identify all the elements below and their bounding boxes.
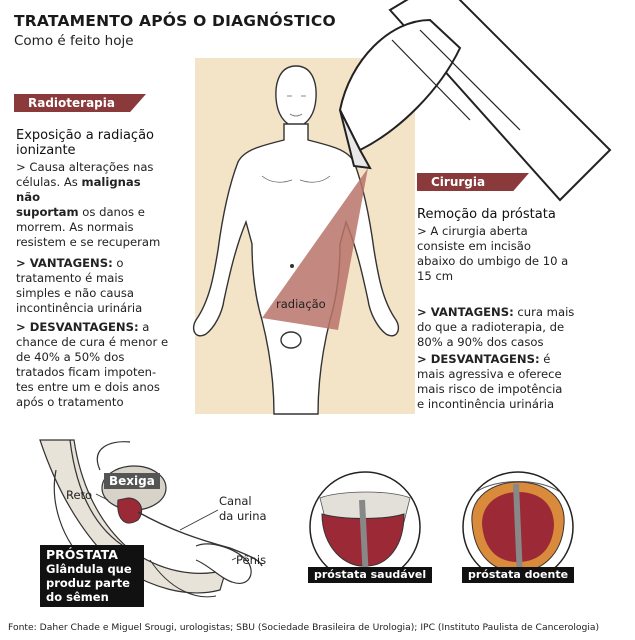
label-canal-da-urina: Canal da urina [219, 494, 267, 523]
human-body [192, 65, 400, 415]
radio-desvantagens: > DESVANTAGENS: a chance de cura é menor… [16, 320, 169, 409]
label-reto: Reto [66, 488, 93, 502]
label-prostata-saudavel: próstata saudável [308, 567, 433, 583]
tag-radioterapia: Radioterapia [14, 94, 146, 112]
leader-lines [95, 493, 237, 561]
label-bexiga: Bexiga [104, 473, 160, 489]
source-note: Fonte: Daher Chade e Miguel Srougi, urol… [8, 622, 600, 633]
healthy-prostate-illustration [309, 471, 421, 583]
cirurgia-desvantagens: > DESVANTAGENS: é mais agressiva e ofere… [417, 352, 563, 411]
page-title: TRATAMENTO APÓS O DIAGNÓSTICO [14, 12, 336, 30]
radio-description: > Causa alterações nas células. As malig… [16, 160, 161, 249]
navel [290, 264, 294, 268]
radio-heading: Exposição a radiação ionizante [16, 128, 155, 158]
body-details [261, 95, 331, 183]
label-prostata-doente: próstata doente [462, 567, 575, 583]
tag-cirurgia: Cirurgia [417, 173, 529, 191]
radiation-beam [262, 168, 368, 330]
radiation-machine [338, 0, 612, 202]
cirurgia-vantagens: > VANTAGENS: cura mais do que a radioter… [417, 305, 575, 349]
cirurgia-heading: Remoção da próstata [417, 207, 556, 222]
radio-vantagens: > VANTAGENS: o tratamento é mais simples… [16, 256, 143, 315]
prostata-callout: PRÓSTATA Glândula que produz parte do sê… [40, 545, 144, 607]
radiation-label: radiação [276, 297, 326, 311]
page-subtitle: Como é feito hoje [14, 33, 134, 49]
sick-prostate-illustration [462, 471, 574, 583]
cirurgia-description: > A cirurgia aberta consiste em incisão … [417, 224, 569, 283]
label-penis: Pênis [236, 553, 267, 567]
